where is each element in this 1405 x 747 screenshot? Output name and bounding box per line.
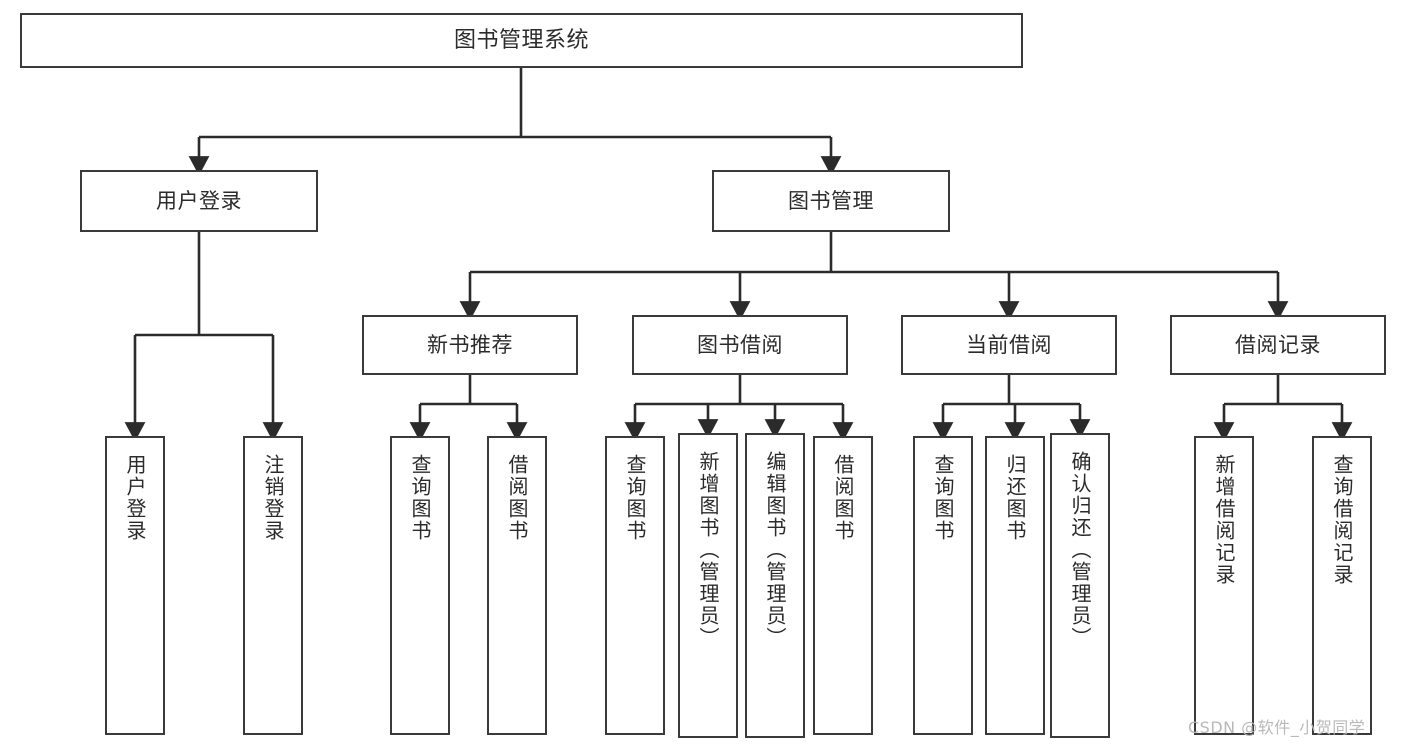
- node-root-label: 图书管理系统: [453, 27, 589, 53]
- node-leaf-confirm-return-label: 确认归还（管理员）: [1068, 451, 1092, 649]
- node-leaf-borrow-book-rec[interactable]: 借阅图书: [487, 436, 547, 735]
- node-borrow-record-label: 借阅记录: [1235, 332, 1321, 357]
- node-leaf-query-book-bor-label: 查询图书: [623, 454, 647, 542]
- csdn-watermark: CSDN @软件_小贺同学: [1188, 718, 1366, 737]
- node-book-manage[interactable]: 图书管理: [712, 170, 950, 232]
- node-leaf-query-book-bor[interactable]: 查询图书: [605, 436, 665, 735]
- node-leaf-confirm-return[interactable]: 确认归还（管理员）: [1050, 433, 1110, 738]
- node-leaf-add-record[interactable]: 新增借阅记录: [1194, 436, 1254, 735]
- node-leaf-user-login[interactable]: 用户登录: [105, 436, 165, 735]
- node-current-borrow[interactable]: 当前借阅: [901, 315, 1117, 375]
- node-leaf-user-login-label: 用户登录: [123, 454, 147, 542]
- node-leaf-return-book[interactable]: 归还图书: [985, 436, 1045, 735]
- node-leaf-edit-book[interactable]: 编辑图书（管理员）: [745, 433, 805, 738]
- node-leaf-query-book-cur-label: 查询图书: [931, 454, 955, 542]
- node-new-book-recommend[interactable]: 新书推荐: [362, 315, 578, 375]
- node-leaf-logout-label: 注销登录: [261, 454, 285, 542]
- node-leaf-borrow-book-bor-label: 借阅图书: [831, 454, 855, 542]
- node-current-borrow-label: 当前借阅: [966, 332, 1052, 357]
- node-leaf-query-book-cur[interactable]: 查询图书: [913, 436, 973, 735]
- node-leaf-query-book-rec-label: 查询图书: [408, 454, 432, 542]
- node-leaf-query-record-label: 查询借阅记录: [1330, 454, 1354, 586]
- node-leaf-edit-book-label: 编辑图书（管理员）: [763, 451, 787, 649]
- node-borrow-record[interactable]: 借阅记录: [1170, 315, 1386, 375]
- node-leaf-add-book-label: 新增图书（管理员）: [696, 451, 720, 649]
- node-root[interactable]: 图书管理系统: [20, 13, 1023, 68]
- node-leaf-return-book-label: 归还图书: [1003, 454, 1027, 542]
- node-leaf-add-book[interactable]: 新增图书（管理员）: [678, 433, 738, 738]
- node-new-book-recommend-label: 新书推荐: [427, 332, 513, 357]
- node-leaf-borrow-book-rec-label: 借阅图书: [505, 454, 529, 542]
- node-leaf-add-record-label: 新增借阅记录: [1212, 454, 1236, 586]
- node-user-login[interactable]: 用户登录: [80, 170, 318, 232]
- node-leaf-query-book-rec[interactable]: 查询图书: [390, 436, 450, 735]
- node-book-borrow-label: 图书借阅: [697, 332, 783, 357]
- node-book-borrow[interactable]: 图书借阅: [632, 315, 848, 375]
- node-user-login-label: 用户登录: [156, 188, 242, 213]
- node-leaf-borrow-book-bor[interactable]: 借阅图书: [813, 436, 873, 735]
- node-leaf-logout[interactable]: 注销登录: [243, 436, 303, 735]
- node-book-manage-label: 图书管理: [788, 188, 874, 213]
- node-leaf-query-record[interactable]: 查询借阅记录: [1312, 436, 1372, 735]
